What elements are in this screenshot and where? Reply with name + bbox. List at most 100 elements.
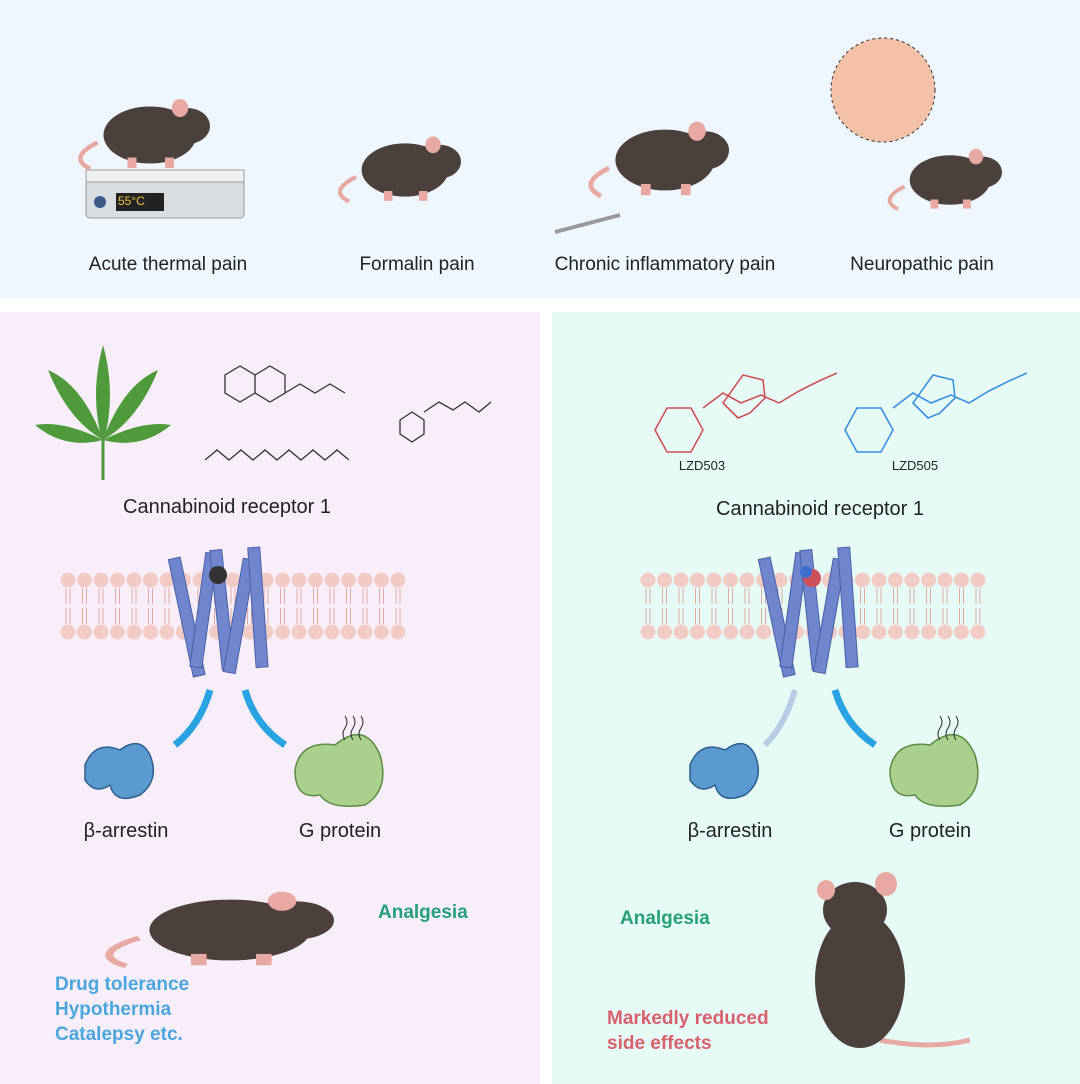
lipid-tail [711, 608, 717, 624]
sedated-mouse [109, 892, 334, 966]
lipid-head [937, 624, 953, 640]
lipid-tail [362, 608, 368, 624]
lipid-head [126, 572, 142, 588]
lipid-head [673, 624, 689, 640]
lipid-tail [744, 588, 750, 604]
gprotein-label-left: G protein [298, 820, 382, 842]
g-protein-left [294, 715, 384, 807]
lipid-head [657, 572, 672, 588]
lipid-head [954, 624, 969, 640]
lipid-head [357, 572, 373, 588]
lipid-tail [362, 588, 368, 604]
lipid-tail [148, 588, 153, 604]
lipid-head [657, 624, 672, 640]
lipid-head [690, 624, 705, 640]
lipid-head [324, 624, 340, 640]
lipid-head [126, 624, 142, 640]
lipid-head [970, 624, 986, 640]
lipid-tail [860, 608, 865, 624]
lipid-head [60, 572, 76, 588]
label-neuropathic-pain: Neuropathic pain [850, 254, 994, 275]
nerve-injury-inset [830, 37, 936, 143]
lipid-head [143, 624, 158, 640]
beta-arrestin-right [689, 742, 760, 800]
lipid-tail [296, 608, 302, 624]
arrow-to-arrestin-left [172, 689, 214, 748]
lipid-tail [909, 588, 915, 604]
lipid-tail [313, 588, 318, 604]
syringe [554, 213, 621, 234]
lipid-head [93, 572, 109, 588]
lipid-tail [876, 608, 882, 624]
lipid-tail [131, 588, 137, 604]
lipid-tail [728, 608, 733, 624]
lipid-tail [728, 588, 733, 604]
lipid-tail [695, 588, 700, 604]
lipid-head [291, 624, 307, 640]
lipid-tail [98, 608, 104, 624]
lipid-head [855, 572, 870, 588]
lipid-head [374, 572, 389, 588]
lipid-head [225, 572, 241, 588]
lipid-head [77, 572, 92, 588]
lipid-tail [280, 608, 285, 624]
lipid-head [706, 624, 722, 640]
lipid-head [904, 572, 920, 588]
lipid-head [739, 572, 755, 588]
receptor-label-left: Cannabinoid receptor 1 [123, 496, 331, 518]
lipid-tail [379, 588, 384, 604]
lipid-tail [926, 608, 931, 624]
lipid-head [970, 572, 986, 588]
compound-lzd503: LZD503 [678, 458, 726, 473]
lipid-head [871, 624, 887, 640]
lipid-tail [942, 608, 948, 624]
ligand-bound-left [209, 566, 227, 584]
lipid-tail [230, 588, 236, 604]
analgesia-right: Analgesia [620, 908, 710, 929]
lipid-head [871, 572, 887, 588]
lipid-head [921, 572, 936, 588]
lipid-tail [82, 588, 87, 604]
lipid-head [357, 624, 373, 640]
lipid-tail [164, 588, 170, 604]
lipid-tail [926, 588, 931, 604]
lzd-panel [552, 312, 1080, 1084]
lipid-tail [975, 608, 981, 624]
lipid-tail [678, 608, 684, 624]
arrow-to-gprotein-right [831, 688, 877, 748]
lipid-head [77, 624, 92, 640]
lipid-tail [379, 608, 384, 624]
lipid-head [673, 572, 689, 588]
lipid-head [341, 624, 356, 640]
lipid-tail [115, 608, 120, 624]
lipid-head [937, 572, 953, 588]
lipid-tail [959, 608, 964, 624]
label-acute-thermal-pain: Acute thermal pain [88, 254, 248, 275]
lipid-tail [148, 608, 153, 624]
lipid-tail [645, 608, 651, 624]
side-effect-tolerance: Drug tolerance [55, 974, 190, 995]
lipid-head [143, 572, 158, 588]
arrestin-label-right: β-arrestin [687, 820, 773, 842]
lipid-head [390, 572, 406, 588]
lipid-head [291, 572, 307, 588]
lipid-head [723, 572, 738, 588]
lipid-head [60, 624, 76, 640]
lipid-tail [645, 588, 651, 604]
lipid-head [308, 624, 323, 640]
lipid-tail [115, 588, 120, 604]
lipid-head [390, 624, 406, 640]
membrane-left [60, 572, 406, 640]
g-protein-right [889, 715, 979, 807]
lipid-head [640, 572, 656, 588]
lipid-tail [678, 588, 684, 604]
lipid-head [640, 624, 656, 640]
lipid-tail [761, 608, 766, 624]
arrow-to-gprotein-left [241, 688, 287, 748]
label-formalin-pain: Formalin pain [359, 254, 475, 275]
lipid-tail [711, 588, 717, 604]
weak-arrow-to-arrestin [762, 689, 798, 748]
lipid-head [110, 572, 125, 588]
lipid-head [739, 624, 755, 640]
